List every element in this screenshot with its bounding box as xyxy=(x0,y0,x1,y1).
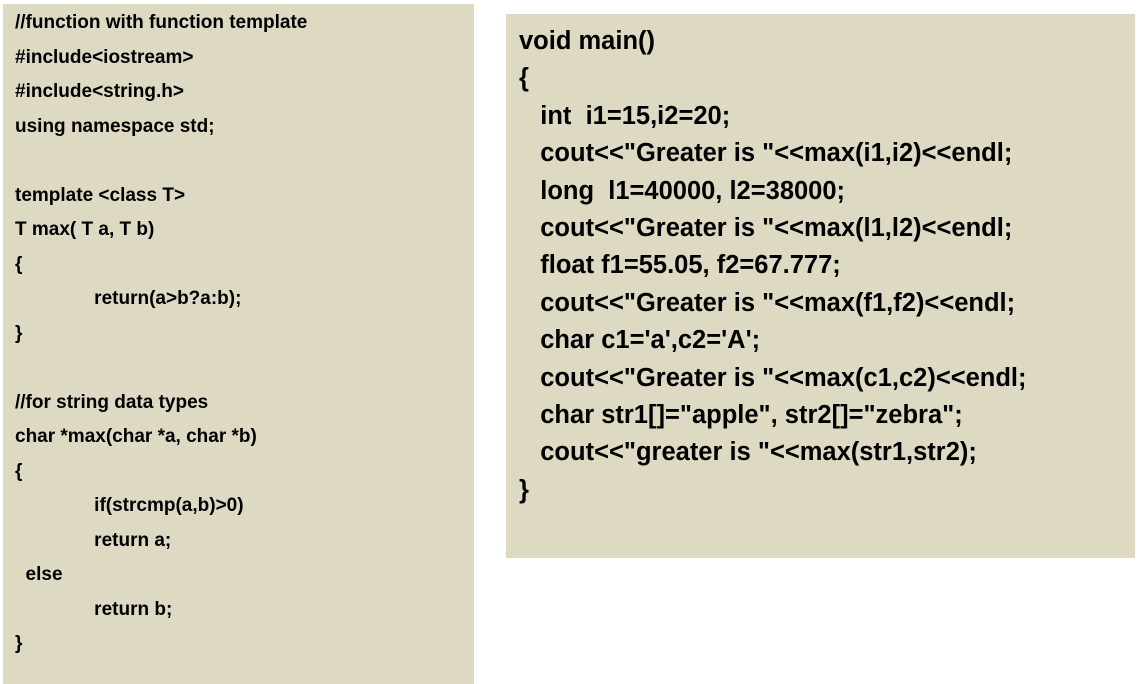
code-line: if(strcmp(a,b)>0) xyxy=(15,495,244,516)
code-line: return b; xyxy=(15,598,173,620)
code-line: using namespace std; xyxy=(15,115,215,137)
code-line: return a; xyxy=(15,529,172,551)
code-line: cout<<"Greater is "<<max(c1,c2)<<endl; xyxy=(519,363,1027,392)
code-line: template <class T> xyxy=(15,184,186,206)
code-line: cout<<"Greater is "<<max(f1,f2)<<endl; xyxy=(519,288,1016,317)
code-line: { xyxy=(519,64,529,93)
code-line: float f1=55.05, f2=67.777; xyxy=(519,251,841,280)
code-line: int i1=15,i2=20; xyxy=(519,101,731,130)
code-line: #include<iostream> xyxy=(15,46,194,68)
code-line: cout<<"greater is "<<max(str1,str2); xyxy=(519,438,977,467)
template-function-code-panel: //function with function template #includ… xyxy=(3,4,474,684)
code-line: } xyxy=(519,475,529,504)
code-line: cout<<"Greater is "<<max(l1,l2)<<endl; xyxy=(519,214,1013,242)
code-line: //function with function template xyxy=(15,12,308,33)
code-line: else xyxy=(15,564,63,585)
code-line: long l1=40000, l2=38000; xyxy=(519,176,846,205)
code-line: #include<string.h> xyxy=(15,81,184,102)
main-function-code-panel: void main() { int i1=15,i2=20; cout<<"Gre… xyxy=(506,14,1135,558)
code-line: cout<<"Greater is "<<max(i1,i2)<<endl; xyxy=(519,139,1013,168)
code-line: { xyxy=(15,460,23,482)
code-line: char str1[]="apple", str2[]="zebra"; xyxy=(519,401,963,429)
code-line: //for string data types xyxy=(15,391,209,413)
code-line: char c1='a',c2='A'; xyxy=(519,326,761,355)
code-line: char *max(char *a, char *b) xyxy=(15,426,257,447)
code-line: } xyxy=(15,322,23,344)
code-line: void main() xyxy=(519,27,656,55)
code-line: } xyxy=(15,633,23,654)
code-line: return(a>b?a:b); xyxy=(15,288,242,309)
code-line: { xyxy=(15,253,23,275)
code-line: T max( T a, T b) xyxy=(15,219,155,240)
